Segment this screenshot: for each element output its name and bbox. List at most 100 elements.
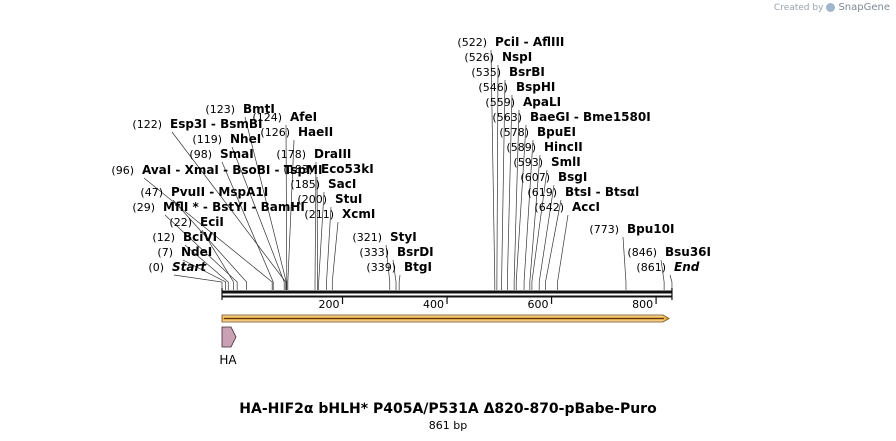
site-label: (178)DraIII <box>276 147 351 161</box>
site-name: Bpu10I <box>627 222 674 236</box>
site-name: HincII <box>544 140 583 154</box>
site-connector <box>496 64 499 290</box>
site-connector <box>164 214 238 290</box>
site-position: (12) <box>152 231 175 244</box>
site-connector <box>201 229 234 290</box>
site-connector <box>221 161 274 290</box>
site-position: (185) <box>290 178 320 191</box>
site-position: (122) <box>132 118 162 131</box>
site-connector <box>318 191 325 290</box>
site-name: ApaLI <box>523 95 561 109</box>
site-name: BpuEI <box>537 125 576 139</box>
site-name: PvuII - MspA1I <box>171 185 268 199</box>
site-connector <box>285 124 288 290</box>
site-label: (183)Eco53kI <box>283 162 373 176</box>
sequence-map: (0)Start(7)NdeI(12)BciVI(22)EciI(29)MflI… <box>111 35 711 367</box>
site-connector <box>622 236 627 290</box>
site-connector <box>660 259 665 290</box>
site-connector <box>529 154 541 290</box>
site-label: (119)NheI <box>192 132 261 146</box>
site-name: MflI * - BstYI - BamHI <box>163 200 305 214</box>
site-connector <box>143 177 273 290</box>
site-position: (546) <box>478 81 508 94</box>
site-label: (619) BtsI - Btsαl <box>527 185 639 199</box>
site-connector <box>314 161 317 290</box>
site-labels: (0)Start(7)NdeI(12)BciVI(22)EciI(29)MflI… <box>111 35 711 274</box>
site-label: (321)StyI <box>352 230 416 244</box>
site-position: (526) <box>464 51 494 64</box>
site-connectors <box>143 49 673 290</box>
site-connector <box>244 116 287 290</box>
site-name: PciI - AflIII <box>495 35 564 49</box>
snapgene-branding: Created by SnapGene <box>774 2 890 13</box>
site-label: (124)AfeI <box>252 110 317 124</box>
site-position: (607) <box>520 171 550 184</box>
site-label: (607) BsgI <box>520 170 587 184</box>
site-connector <box>490 49 496 290</box>
site-position: (183) <box>283 163 313 176</box>
site-name: BspHI <box>516 80 555 94</box>
site-position: (123) <box>205 103 235 116</box>
branding-name: SnapGene <box>838 2 890 13</box>
site-connector <box>331 221 339 290</box>
site-label: (123)BmtI <box>205 102 274 116</box>
site-connector <box>316 176 318 290</box>
site-position: (861) <box>636 261 666 274</box>
site-name: SmlI <box>551 155 581 169</box>
site-label: (126) HaeII <box>260 125 333 139</box>
construct-length: 861 bp <box>428 419 468 432</box>
ruler-tick-label: 400 <box>423 298 444 311</box>
site-position: (98) <box>189 148 212 161</box>
site-position: (578) <box>499 126 529 139</box>
site-position: (593) <box>513 156 543 169</box>
site-position: (559) <box>485 96 515 109</box>
site-connector <box>531 169 548 290</box>
site-label: (642)AccI <box>534 200 600 214</box>
site-label: (846)Bsu36I <box>627 245 711 259</box>
site-connector <box>515 124 527 290</box>
site-name: End <box>674 260 700 274</box>
site-connector <box>182 259 227 290</box>
site-name: Start <box>172 260 207 274</box>
site-name: BsgI <box>558 170 587 184</box>
site-label: (96)AvaI - XmaI - BsoBI - TspMI <box>111 163 322 177</box>
site-name: SmaI <box>220 147 254 161</box>
ruler-tick-label: 200 <box>319 298 340 311</box>
feature-ha: HA <box>219 326 237 367</box>
site-label: (535)BsrBI <box>471 65 544 79</box>
backbone-top-strand <box>222 290 672 294</box>
site-position: (642) <box>534 201 564 214</box>
site-position: (619) <box>527 186 557 199</box>
site-label: (339)BtgI <box>366 260 432 274</box>
site-name: StuI <box>335 192 362 206</box>
site-connector <box>171 131 287 290</box>
site-label: (578) BpuEI <box>499 125 576 139</box>
site-position: (126) <box>260 126 290 139</box>
site-connector <box>287 139 295 290</box>
site-connector <box>398 274 401 290</box>
site-name: BtsI - Btsαl <box>565 185 639 199</box>
site-label: (7)NdeI <box>157 245 212 259</box>
orf-arrow <box>221 314 670 323</box>
site-name: BciVI <box>183 230 217 244</box>
site-label: (589) HincII <box>506 140 582 154</box>
site-position: (119) <box>192 133 222 146</box>
site-connector <box>172 199 247 290</box>
site-position: (589) <box>506 141 536 154</box>
site-connector <box>231 146 285 290</box>
site-label: (333)BsrDI <box>359 245 433 259</box>
site-position: (211) <box>304 208 334 221</box>
ruler-tick-label: 600 <box>528 298 549 311</box>
site-name: HaeII <box>298 125 333 139</box>
site-position: (535) <box>471 66 501 79</box>
site-connector <box>173 274 223 290</box>
site-name: AfeI <box>290 110 317 124</box>
site-label: (122)Esp3I - BsmBI <box>132 117 262 131</box>
site-position: (47) <box>140 186 163 199</box>
site-label: (12) BciVI <box>152 230 217 244</box>
site-label: (526)NspI <box>464 50 532 64</box>
site-label: (211)XcmI <box>304 207 375 221</box>
site-label: (563)BaeGI - Bme1580I <box>492 110 650 124</box>
site-label: (559) ApaLI <box>485 95 561 109</box>
site-position: (22) <box>169 216 192 229</box>
